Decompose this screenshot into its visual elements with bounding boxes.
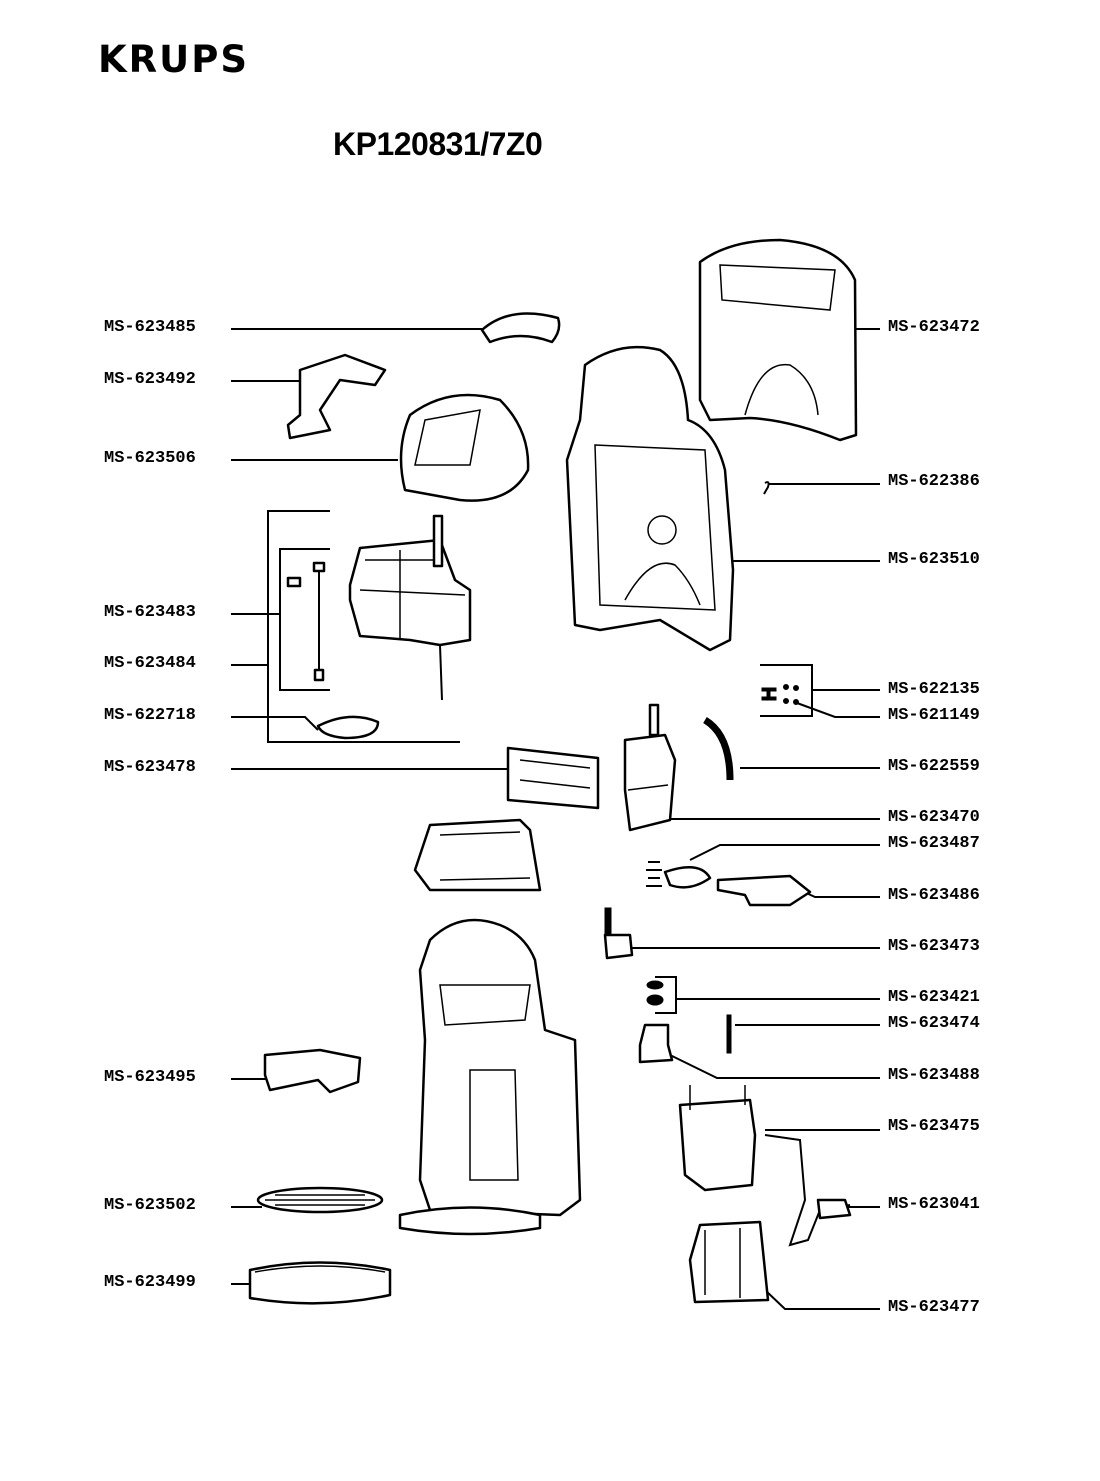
part-label-ms-622135: MS-622135 — [888, 680, 980, 699]
part-label-ms-623499: MS-623499 — [104, 1273, 196, 1292]
part-ms-623470-pump — [623, 733, 677, 832]
bracket-inner — [279, 548, 330, 691]
model-number: KP120831/7Z0 — [333, 126, 543, 162]
part-ms-623477-base — [688, 1220, 770, 1304]
leader-ms-623487 — [689, 844, 880, 861]
part-ms-623492-panel — [286, 353, 387, 440]
leader-lines-left — [231, 328, 508, 1285]
part-ms-623421-oring — [646, 980, 664, 990]
part-label-ms-623473: MS-623473 — [888, 937, 980, 956]
bracket-outer — [267, 510, 460, 743]
part-label-ms-623510: MS-623510 — [888, 550, 980, 569]
part-label-ms-623477: MS-623477 — [888, 1298, 980, 1317]
part-ms-623483-tube — [432, 514, 444, 568]
part-label-ms-623421: MS-623421 — [888, 988, 980, 1007]
part-ms-623472-tank-cover — [698, 238, 858, 442]
part-ms-622559-hose — [703, 716, 734, 781]
leader-ms-623477 — [764, 1289, 880, 1310]
part-label-ms-623472: MS-623472 — [888, 318, 980, 337]
part-label-ms-623470: MS-623470 — [888, 808, 980, 827]
leader-ms-622718 — [231, 716, 319, 731]
part-ms-heater-frame — [413, 818, 542, 892]
part-ms-623488-connector — [638, 1023, 674, 1064]
leader-ms-623486 — [799, 889, 880, 898]
part-ms-623495-holder — [263, 1048, 362, 1094]
part-main-base-plate — [398, 1206, 542, 1236]
part-ms-623474-screw — [726, 1014, 732, 1054]
part-ms-623485-cover — [480, 312, 561, 344]
part-ms-622386-pin — [763, 481, 770, 495]
part-ms-623478-pcb — [506, 746, 600, 810]
leader-lines-right — [630, 328, 880, 1310]
part-label-ms-623492: MS-623492 — [104, 370, 196, 389]
part-label-ms-623474: MS-623474 — [888, 1014, 980, 1033]
part-label-ms-623487: MS-623487 — [888, 834, 980, 853]
part-label-ms-623506: MS-623506 — [104, 449, 196, 468]
part-ms-623475-heater — [678, 1098, 757, 1192]
part-ms-623506-capsule-cover — [399, 393, 530, 502]
part-ms-623510-housing — [565, 345, 735, 652]
part-label-ms-623483: MS-623483 — [104, 603, 196, 622]
leader-ms-623488 — [669, 1054, 880, 1079]
part-ms-623473-probe — [604, 907, 612, 939]
part-label-ms-622559: MS-622559 — [888, 757, 980, 776]
part-ms-622718-plate — [316, 715, 380, 740]
part-ms-623473-body — [603, 933, 634, 960]
part-ms-623484-clip — [286, 576, 302, 588]
part-label-ms-623484: MS-623484 — [104, 654, 196, 673]
brand-logo: KRUPS — [98, 38, 249, 81]
part-label-ms-621149: MS-621149 — [888, 706, 980, 725]
part-label-ms-623495: MS-623495 — [104, 1068, 196, 1087]
part-label-ms-622718: MS-622718 — [104, 706, 196, 725]
part-label-ms-623488: MS-623488 — [888, 1066, 980, 1085]
part-label-ms-623485: MS-623485 — [104, 318, 196, 337]
part-ms-623487-spring — [646, 861, 662, 887]
part-label-ms-623502: MS-623502 — [104, 1196, 196, 1215]
part-label-ms-623486: MS-623486 — [888, 886, 980, 905]
part-label-ms-623478: MS-623478 — [104, 758, 196, 777]
leader-ms-621149 — [796, 702, 880, 718]
part-label-ms-623041: MS-623041 — [888, 1195, 980, 1214]
part-drawings — [248, 238, 858, 1305]
bracket-ms-623421 — [655, 976, 677, 1014]
part-ms-623486-valve — [716, 874, 812, 907]
part-label-ms-622386: MS-622386 — [888, 472, 980, 491]
part-ms-623041-cable — [764, 1134, 851, 1247]
part-label-ms-623475: MS-623475 — [888, 1117, 980, 1136]
part-main-body — [418, 918, 582, 1217]
part-ms-623499-tray — [248, 1261, 392, 1305]
